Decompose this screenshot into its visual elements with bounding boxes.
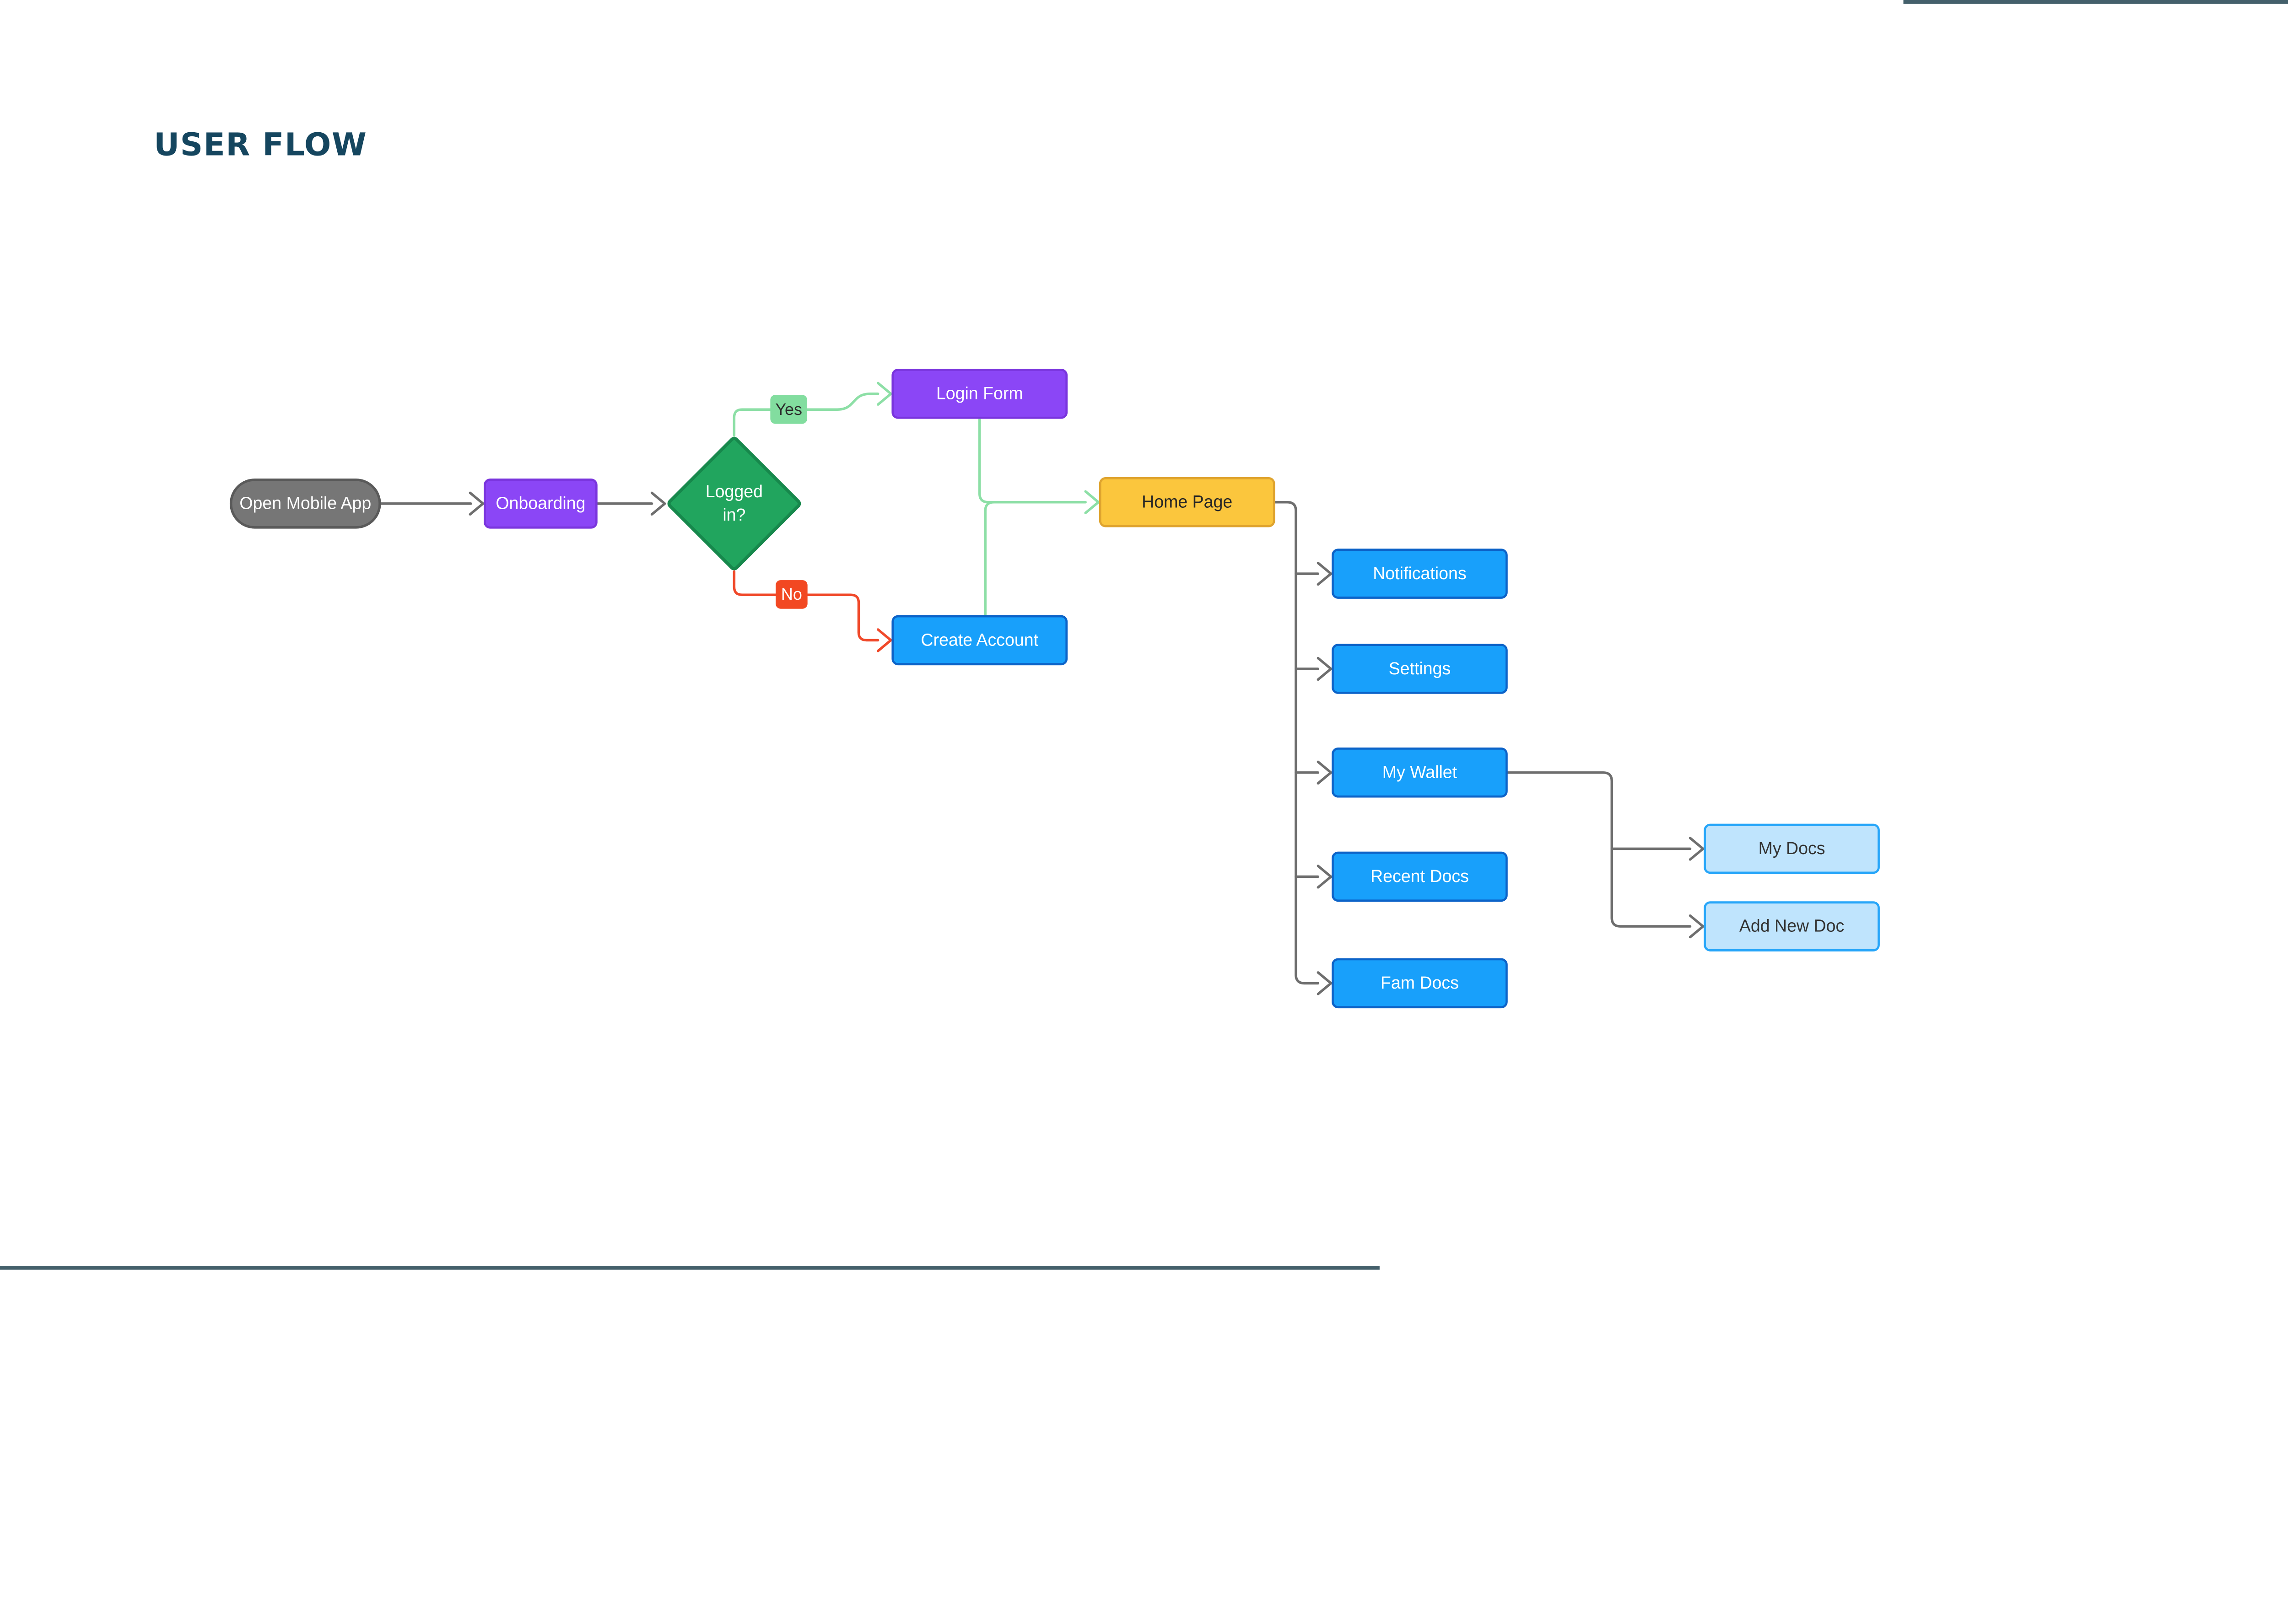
node-home-page[interactable]: Home Page: [1099, 477, 1275, 527]
node-label: Open Mobile App: [239, 494, 372, 513]
flow-edges-svg: [379, 382, 1705, 995]
edge-trunk-to-recentdocs: [1317, 865, 1333, 889]
node-yes-label[interactable]: Yes: [770, 395, 807, 424]
edge-decision-no-to-create: [876, 628, 892, 652]
edge-subtrunk-to-mydocs: [1689, 837, 1705, 861]
edge-open-to-onboarding: [469, 491, 485, 516]
edge-trunk-to-mywallet: [1317, 760, 1333, 785]
node-label: My Wallet: [1382, 763, 1457, 782]
node-recent-docs[interactable]: Recent Docs: [1332, 851, 1508, 902]
edge-decision-yes-to-login: [876, 382, 892, 406]
edge-decision-no-to-create: [733, 570, 880, 642]
node-label: Home Page: [1142, 492, 1233, 511]
node-label: No: [781, 585, 802, 604]
edge-login-to-merge: [978, 418, 990, 504]
edge-trunk-to-settings: [1317, 656, 1333, 681]
node-label: Logged in?: [705, 482, 763, 525]
node-label: Notifications: [1373, 564, 1467, 583]
node-my-wallet[interactable]: My Wallet: [1332, 747, 1508, 798]
node-label: Yes: [775, 399, 802, 419]
node-no-label[interactable]: No: [776, 580, 808, 609]
node-label: My Docs: [1758, 839, 1825, 858]
node-notifications[interactable]: Notifications: [1332, 549, 1508, 599]
node-label: Recent Docs: [1371, 867, 1469, 886]
node-create-account[interactable]: Create Account: [891, 615, 1068, 666]
edge-home-trunk-to-famdocs: [1274, 500, 1320, 985]
node-label: Settings: [1388, 659, 1451, 678]
node-login-form[interactable]: Login Form: [891, 369, 1068, 419]
node-label: Add New Doc: [1739, 916, 1845, 936]
edge-wallet-to-addnewdoc: [1689, 914, 1705, 939]
page-title[interactable]: USER FLOW: [154, 126, 367, 163]
node-onboarding[interactable]: Onboarding: [484, 479, 598, 529]
node-settings[interactable]: Settings: [1332, 644, 1508, 694]
node-fam-docs[interactable]: Fam Docs: [1332, 958, 1508, 1009]
edge-onboarding-to-decision: [650, 491, 666, 516]
edge-home-trunk-to-famdocs: [1317, 971, 1333, 995]
edge-decision-yes-to-login: [733, 393, 880, 437]
node-label: Fam Docs: [1380, 973, 1459, 993]
edge-create-to-merge: [984, 500, 995, 616]
node-label: Onboarding: [496, 494, 586, 513]
node-my-docs[interactable]: My Docs: [1704, 823, 1880, 874]
edge-merge-to-home: [1084, 490, 1100, 514]
frame-line-bottom-left: [0, 1266, 1380, 1270]
flow-canvas: USER FLOW Open Mobile App Onboarding Logge…: [0, 0, 2288, 1270]
node-logged-in[interactable]: Logged in?: [665, 435, 803, 573]
node-label: Create Account: [921, 630, 1039, 650]
frame-line-top-right: [1903, 0, 2288, 4]
node-add-new-doc[interactable]: Add New Doc: [1704, 901, 1880, 952]
node-label: Login Form: [936, 384, 1023, 403]
edge-trunk-to-notifications: [1317, 561, 1333, 586]
node-open-mobile-app[interactable]: Open Mobile App: [229, 479, 381, 529]
